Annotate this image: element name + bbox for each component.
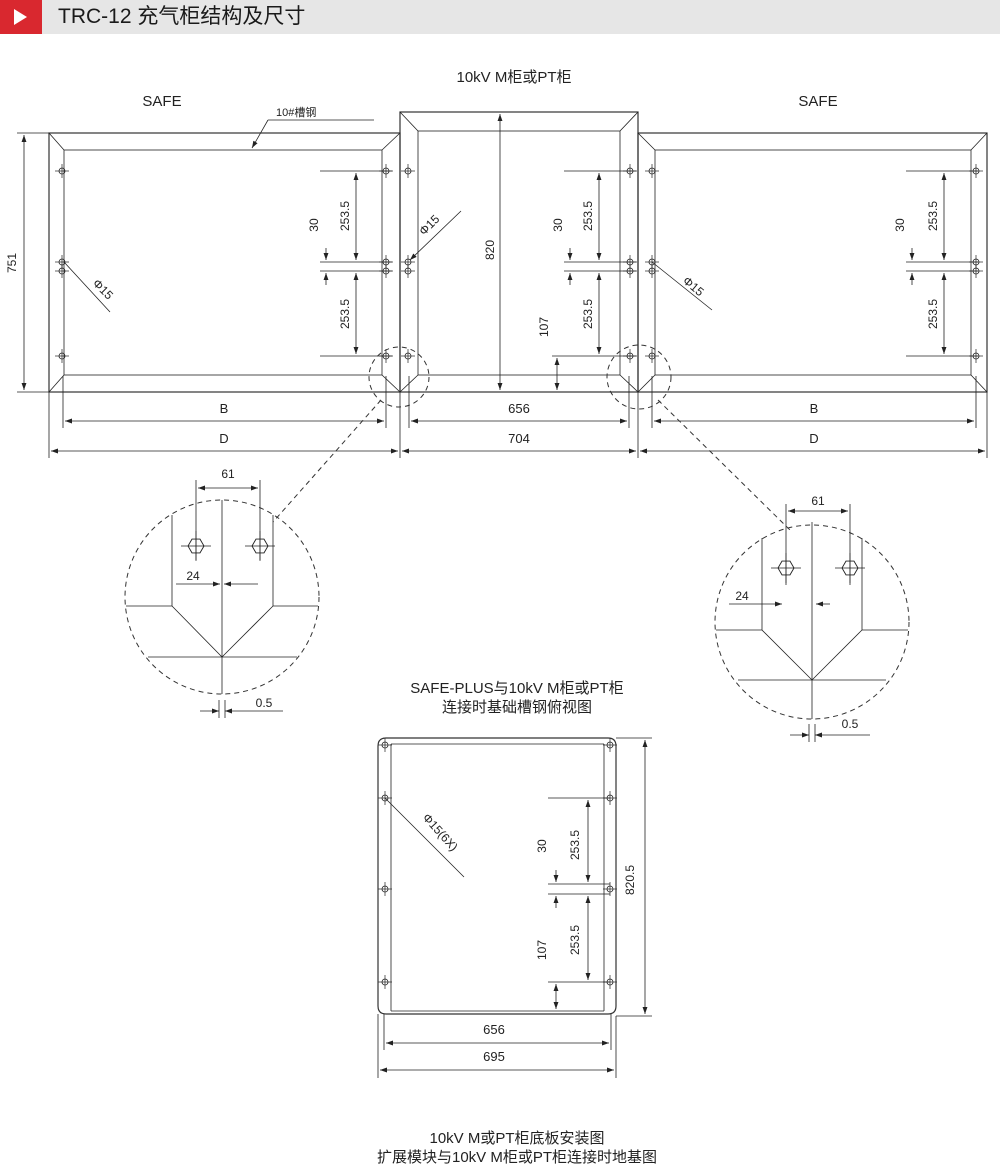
right-cabinet: [637, 132, 988, 393]
cabinet-label-center: 10kV M柜或PT柜: [456, 69, 571, 86]
detail-left-24: 24: [186, 569, 200, 583]
page-title: TRC-12 充气柜结构及尺寸: [58, 5, 306, 28]
right-dim-30: 30: [893, 218, 907, 232]
right-hole-callout: Φ15: [651, 261, 713, 311]
bottom-plate: 820.5 253.5 253.5 30 107 Φ15(6X) 656 695: [377, 737, 652, 1078]
bolt-hole-icon: [378, 882, 392, 896]
dim-d-left: D: [219, 431, 228, 446]
bolt-hole-icon: [55, 264, 69, 278]
dim-b-right: B: [810, 401, 819, 416]
dim-d-right: D: [809, 431, 818, 446]
bottom-caption-line1: 10kV M或PT柜底板安装图: [429, 1129, 604, 1147]
dim-b-left: B: [220, 401, 229, 416]
center-dim-107: 107: [537, 317, 551, 337]
bolt-hole-icon: [645, 349, 659, 363]
left-dim-253-lower: 253.5: [338, 299, 352, 329]
bolt-hole-icon: [603, 738, 617, 752]
plate-dim-30: 30: [535, 839, 549, 853]
bolt-hole-icon: [378, 738, 392, 752]
left-dim-30: 30: [307, 218, 321, 232]
dim-820-label: 820: [483, 240, 497, 260]
left-hole-dims: 253.5 253.5 30: [307, 170, 392, 357]
dim-656-top: 656: [508, 401, 530, 416]
cabinet-label-right: SAFE: [798, 93, 837, 110]
detail-marker-left: [368, 346, 430, 408]
center-dim-253-upper: 253.5: [581, 201, 595, 231]
bolt-hole-icon: [645, 164, 659, 178]
detail-left: 61 24 0.5: [124, 467, 320, 718]
detail-right-24: 24: [735, 589, 749, 603]
hex-bolt-icon: [771, 553, 801, 583]
plate-dim-253-lower: 253.5: [568, 925, 582, 955]
dim-751: 751: [5, 132, 49, 393]
plate-dim-656: 656: [483, 1022, 505, 1037]
bolt-hole-icon: [401, 264, 415, 278]
bolt-hole-icon: [401, 164, 415, 178]
bolt-hole-icon: [401, 349, 415, 363]
cabinet-label-left: SAFE: [142, 93, 181, 110]
left-dim-253-upper: 253.5: [338, 201, 352, 231]
detail-right-61: 61: [811, 494, 825, 508]
detail-right: 61 24 0.5: [714, 494, 910, 742]
plate-dim-820-5: 820.5: [623, 865, 637, 895]
center-hole-dims: 253.5 253.5 30 107: [537, 170, 636, 390]
plate-hole-dia: Φ15(6X): [420, 811, 461, 854]
right-hole-dims: 253.5 253.5 30: [893, 170, 978, 357]
detail-right-05: 0.5: [842, 717, 859, 731]
detail-left-05: 0.5: [256, 696, 273, 710]
header-bar: TRC-12 充气柜结构及尺寸: [0, 0, 1000, 34]
channel-steel-label: 10#槽钢: [276, 106, 316, 119]
plate-dim-253-upper: 253.5: [568, 830, 582, 860]
dim-704: 704: [508, 431, 530, 446]
right-dim-253-upper: 253.5: [926, 201, 940, 231]
play-triangle-icon: [14, 9, 27, 25]
right-dim-253-lower: 253.5: [926, 299, 940, 329]
center-hole-dia: Φ15: [416, 212, 442, 238]
center-dim-30: 30: [551, 218, 565, 232]
bolt-hole-icon: [378, 975, 392, 989]
detail-caption-line2: 连接时基础槽钢俯视图: [442, 699, 592, 716]
left-hole-callout: Φ15: [63, 261, 116, 313]
detail-marker-right: [606, 344, 672, 410]
left-hole-dia: Φ15: [90, 276, 116, 302]
hex-bolt-icon: [835, 553, 865, 583]
bottom-width-dims: B 656 B D 704 D: [48, 376, 988, 458]
hex-bolt-icon: [245, 531, 275, 561]
bottom-caption-line2: 扩展模块与10kV M柜或PT柜连接时地基图: [377, 1149, 657, 1166]
detail-left-61: 61: [221, 467, 235, 481]
bolt-hole-icon: [55, 164, 69, 178]
detail-caption-line1: SAFE-PLUS与10kV M柜或PT柜: [410, 680, 623, 697]
dim-820: 820: [483, 114, 503, 390]
hex-bolt-icon: [181, 531, 211, 561]
plate-dim-695: 695: [483, 1049, 505, 1064]
center-cabinet: [399, 111, 639, 393]
header-marker: [0, 0, 42, 34]
bolt-hole-icon: [645, 264, 659, 278]
dim-751-label: 751: [5, 253, 19, 273]
left-cabinet: [48, 132, 401, 393]
bolt-hole-icon: [55, 349, 69, 363]
right-hole-dia: Φ15: [680, 274, 707, 300]
center-dim-253-lower: 253.5: [581, 299, 595, 329]
plate-dim-107: 107: [535, 940, 549, 960]
